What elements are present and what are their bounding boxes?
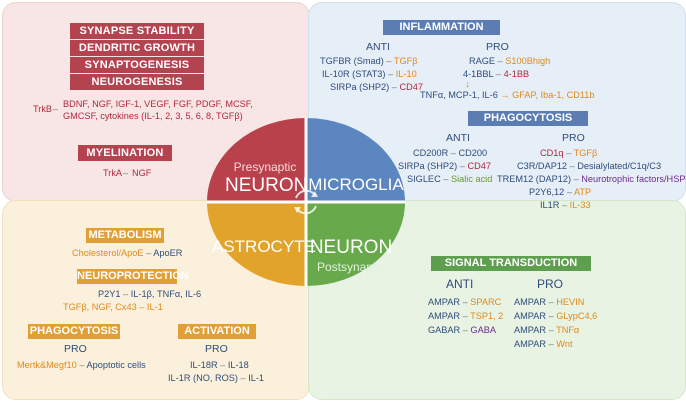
infl-outcome-row: TNFα, MCP-1, IL-6 → GFAP, Iba-1, CD11b bbox=[420, 90, 595, 100]
trka-receptor: TrkA bbox=[103, 168, 123, 178]
astrocyte-label: ASTROCYTE bbox=[212, 237, 316, 256]
trkb-ligands-line1: BDNF, NGF, IGF-1, VEGF, FGF, PDGF, MCSF, bbox=[63, 99, 253, 109]
metabolism-row: Cholesterol/ApoE – ApoER bbox=[72, 248, 183, 258]
inflammation-anti-label: ANTI bbox=[366, 41, 390, 53]
signal-pro-row: AMPAR – HEVIN bbox=[514, 297, 585, 307]
synapse-stability-header: SYNAPSE STABILITY bbox=[70, 23, 204, 39]
metabolism-header: METABOLISM bbox=[86, 228, 164, 243]
phagocytosis-microglia-header: PHAGOCYTOSIS bbox=[468, 111, 588, 126]
signal-pro-label: PRO bbox=[537, 277, 564, 291]
central-circle bbox=[207, 118, 405, 286]
microglia-label: MICROGLIA bbox=[308, 175, 404, 194]
signal-transduction-header: SIGNAL TRANSDUCTION bbox=[431, 256, 591, 271]
activation-row: IL-1R (NO, ROS) – IL-1 bbox=[168, 373, 265, 383]
signal-anti-row: AMPAR – TSP1, 2 bbox=[428, 311, 504, 321]
trka-ligand: NGF bbox=[132, 168, 152, 178]
neuroprotection-row: P2Y1 – IL-1β, TNFα, IL-6 bbox=[98, 289, 202, 299]
signal-anti-label: ANTI bbox=[446, 277, 474, 291]
presynaptic-neuron-label: NEURON bbox=[225, 175, 308, 196]
phag-anti-row: SIGLEC – Sialic acid bbox=[407, 174, 493, 184]
myelination-header: MYELINATION bbox=[78, 145, 172, 161]
trkb-receptor: TrkB bbox=[33, 104, 53, 114]
phagocytosis-pro-label: PRO bbox=[562, 132, 585, 144]
activation-pro-label: PRO bbox=[205, 343, 228, 355]
signal-pro-row: AMPAR – TNFα bbox=[514, 325, 580, 335]
down-arrow-icon: ↓ bbox=[465, 79, 470, 90]
phag-pro-row: CD1q – TGFβ bbox=[540, 148, 598, 158]
phag-pro-row: P2Y6,12 – ATP bbox=[529, 187, 592, 197]
astro-phagocytosis-row: Mertk&Megf10 – Apoptotic cells bbox=[17, 360, 146, 370]
phag-pro-row: IL1R – IL-33 bbox=[540, 200, 591, 210]
trkb-ligands-line2: GMCSF, cytokines (IL-1, 2, 3, 5, 6, 8, T… bbox=[63, 111, 243, 121]
infl-pro-row: 4-1BBL – 4-1BB bbox=[463, 69, 530, 79]
postsynaptic-neuron-label: NEURON bbox=[309, 237, 393, 258]
phag-pro-row: C3R/DAP12 – Desialylated/C1q/C3 bbox=[517, 161, 662, 171]
activation-row: IL-18R – IL-18 bbox=[190, 360, 249, 370]
cycle-arrows-icon bbox=[294, 189, 318, 215]
synaptogenesis-header: SYNAPTOGENESIS bbox=[70, 57, 204, 73]
inflammation-header: INFLAMMATION bbox=[383, 20, 500, 35]
signal-anti-row: GABAR – GABA bbox=[428, 325, 496, 335]
postsynaptic-label: Postsynaptic bbox=[316, 260, 386, 274]
neuroprotection-header: NEUROPROTECTION bbox=[77, 269, 189, 284]
inflammation-pro-label: PRO bbox=[486, 41, 509, 53]
phag-anti-row: SIRPa (SHP2) – CD47 bbox=[398, 161, 491, 171]
infl-anti-row: TGFBR (Smad) – TGFβ bbox=[320, 56, 418, 66]
phag-pro-row: TREM12 (DAP12) – Neurotrophic factors/HS… bbox=[497, 174, 686, 184]
phagocytosis-anti-label: ANTI bbox=[446, 132, 470, 144]
infl-pro-row: RAGE – S100Bhigh bbox=[469, 56, 551, 66]
presynaptic-label: Presynaptic bbox=[233, 160, 297, 174]
astro-phagocytosis-pro-label: PRO bbox=[64, 343, 87, 355]
phag-anti-row: CD200R – CD200 bbox=[413, 148, 488, 158]
neuron-post-segment bbox=[306, 202, 405, 286]
neuroprotection-row-2: TGFβ, NGF, Cx43 – IL-1 bbox=[63, 302, 163, 312]
neuron-pre-segment bbox=[207, 118, 306, 202]
phagocytosis-astrocyte-header: PHAGOCYTOSIS bbox=[28, 324, 120, 339]
signal-anti-row: AMPAR – SPARC bbox=[428, 297, 502, 307]
infl-anti-row: SIRPa (SHP2) – CD47 bbox=[330, 82, 423, 92]
infl-anti-row: IL-10R (STAT3) – IL-10 bbox=[322, 69, 417, 79]
astrocyte-segment bbox=[207, 202, 306, 286]
dendritic-growth-header: DENDRITIC GROWTH bbox=[70, 40, 204, 56]
activation-header: ACTIVATION bbox=[178, 324, 256, 339]
microglia-segment bbox=[306, 118, 405, 202]
neurogenesis-header: NEUROGENESIS bbox=[70, 74, 204, 90]
signal-pro-row: AMPAR – GLypC4,6 bbox=[514, 311, 598, 321]
signal-pro-row: AMPAR – Wnt bbox=[514, 339, 573, 349]
